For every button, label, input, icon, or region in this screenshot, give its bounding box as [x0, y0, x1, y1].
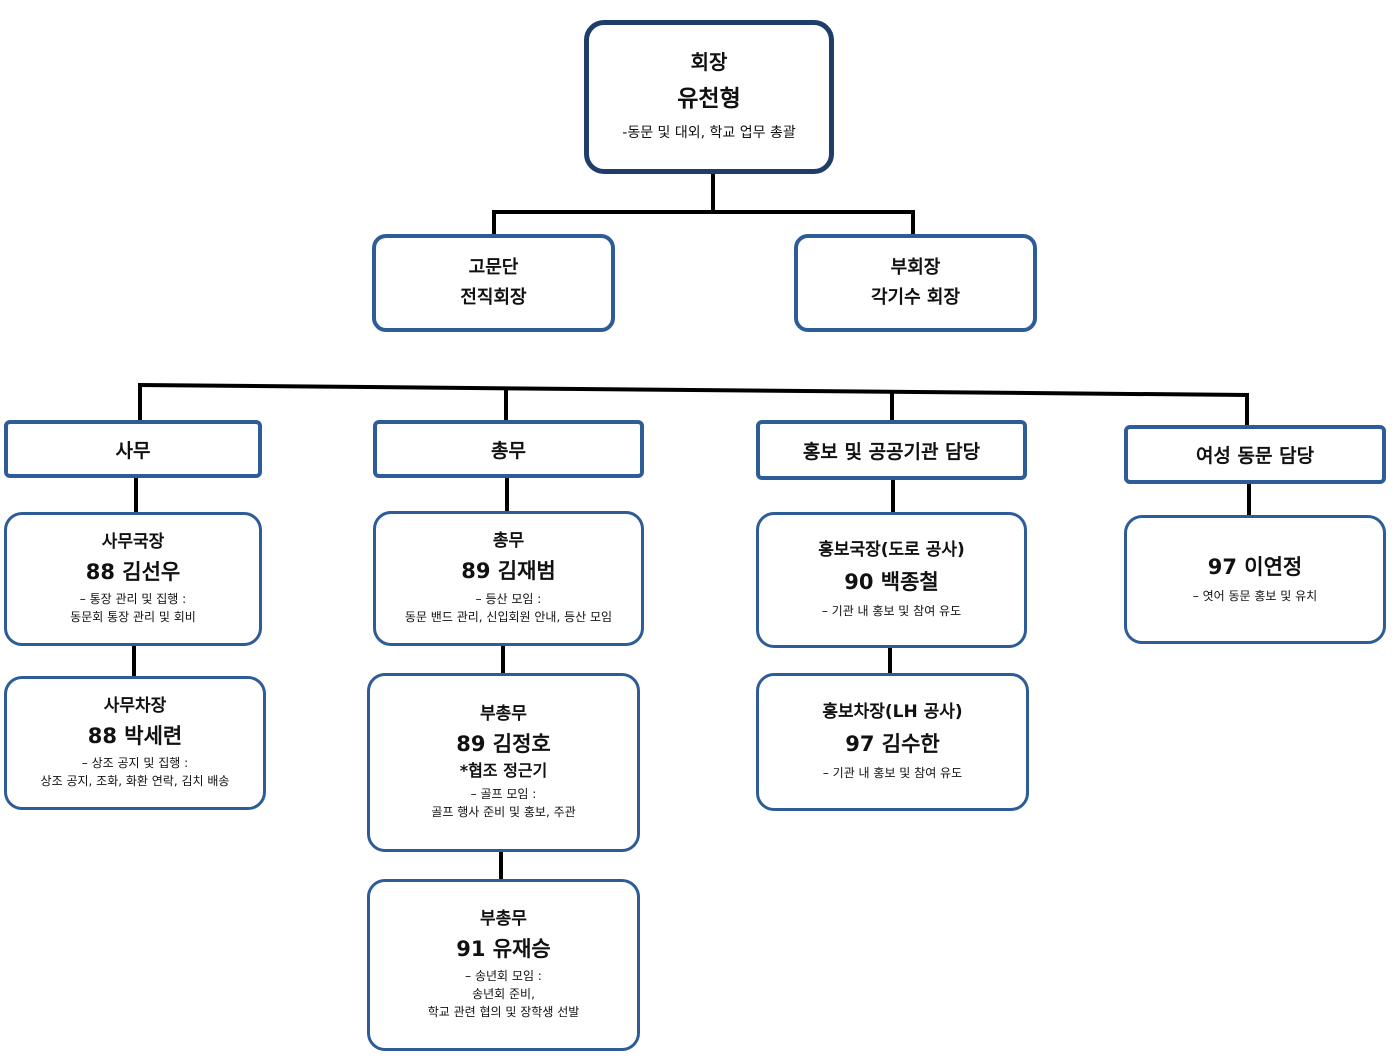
member-name: 89 김정호 — [456, 732, 551, 757]
member-name: 90 백종철 — [844, 569, 939, 594]
member-line: 동문회 통장 관리 및 회비 — [70, 610, 196, 625]
member-card-women: 97 이연정 – 엿어 동문 홍보 및 유치 — [1124, 515, 1386, 644]
member-card-general-deputy-2: 부총무 91 유재승 – 송년회 모임 : 송년회 준비, 학교 관련 협의 및… — [367, 879, 640, 1051]
president-name: 유천형 — [677, 86, 741, 113]
member-line: – 통장 관리 및 집행 : — [79, 592, 187, 607]
member-card-general-chief: 총무 89 김재범 – 등산 모임 : 동문 밴드 관리, 신입회원 안내, 등… — [373, 511, 644, 646]
president-desc: -동문 및 대외, 학교 업무 총괄 — [622, 124, 796, 141]
member-line: – 송년회 모임 : — [465, 969, 542, 984]
connector-dept-horizontal — [137, 382, 1250, 398]
member-name: 88 김선우 — [85, 559, 181, 584]
member-card-office-chief: 사무국장 88 김선우 – 통장 관리 및 집행 : 동문회 통장 관리 및 회… — [4, 512, 262, 646]
member-line: – 기관 내 홍보 및 참여 유도 — [821, 604, 962, 619]
member-line: 골프 행사 준비 및 홍보, 주관 — [431, 804, 576, 819]
president-box: 회장 유천형 -동문 및 대외, 학교 업무 총괄 — [584, 20, 834, 174]
member-card-pr-chief: 홍보국장(도로 공사) 90 백종철 – 기관 내 홍보 및 참여 유도 — [756, 512, 1027, 648]
member-line: – 엿어 동문 홍보 및 유치 — [1192, 589, 1318, 604]
member-line: 송년회 준비, — [472, 987, 535, 1002]
vice-box: 부회장 각기수 회장 — [794, 234, 1037, 332]
vice-sub: 각기수 회장 — [870, 287, 961, 308]
member-line: – 기관 내 홍보 및 참여 유도 — [822, 766, 963, 781]
president-title: 회장 — [690, 50, 728, 75]
member-line: 학교 관련 협의 및 장학생 선발 — [427, 1005, 580, 1020]
member-name: 91 유재승 — [456, 936, 551, 961]
member-note: *협조 정근기 — [459, 760, 548, 780]
member-card-pr-deputy: 홍보차장(LH 공사) 97 김수한 – 기관 내 홍보 및 참여 유도 — [756, 673, 1029, 811]
member-name: 88 박세련 — [87, 723, 183, 748]
dept-header-women: 여성 동문 담당 — [1124, 425, 1386, 484]
dept-header-office: 사무 — [4, 420, 262, 478]
member-line: – 상조 공지 및 집행 : — [81, 756, 189, 771]
advisors-sub: 전직회장 — [460, 287, 527, 308]
advisors-title: 고문단 — [468, 256, 519, 278]
dept-header-pr: 홍보 및 공공기관 담당 — [756, 420, 1027, 480]
vice-title: 부회장 — [890, 256, 941, 278]
member-line: 동문 밴드 관리, 신입회원 안내, 등산 모임 — [404, 609, 613, 624]
member-role: 부총무 — [480, 908, 527, 929]
member-role: 사무국장 — [101, 531, 165, 552]
member-line: 상조 공지, 조화, 화환 연락, 김치 배송 — [40, 774, 230, 789]
member-role: 부총무 — [480, 704, 527, 725]
member-name: 97 이연정 — [1207, 554, 1303, 579]
member-role: 홍보차장(LH 공사) — [822, 701, 963, 722]
member-line: – 골프 모임 : — [470, 786, 537, 801]
member-name: 89 김재범 — [461, 559, 556, 584]
member-role: 총무 — [492, 531, 525, 552]
member-role: 사무차장 — [103, 695, 167, 716]
member-card-office-deputy: 사무차장 88 박세련 – 상조 공지 및 집행 : 상조 공지, 조화, 화환… — [4, 676, 266, 810]
dept-header-general: 총무 — [373, 420, 644, 478]
member-role: 홍보국장(도로 공사) — [818, 539, 965, 560]
advisors-box: 고문단 전직회장 — [372, 234, 615, 332]
member-line: – 등산 모임 : — [475, 591, 542, 606]
member-name: 97 김수한 — [845, 731, 940, 756]
member-card-general-deputy-1: 부총무 89 김정호 *협조 정근기 – 골프 모임 : 골프 행사 준비 및 … — [367, 673, 640, 852]
